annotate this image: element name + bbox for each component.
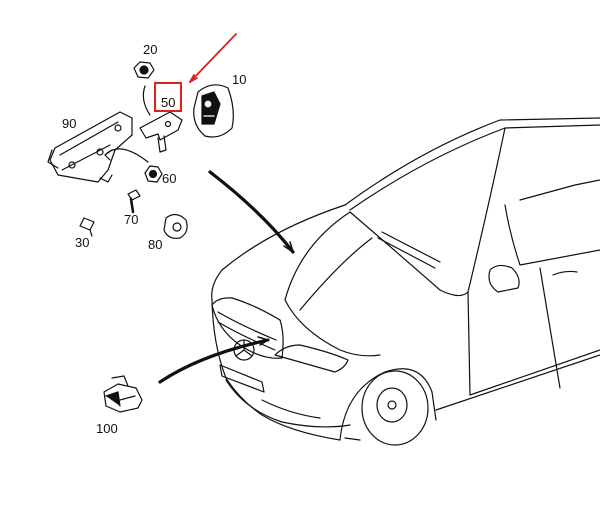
callout-60: 60 [162,171,177,186]
callout-100: 100 [96,421,118,436]
part-70-bolt [127,189,141,214]
part-80-grommet [163,213,188,239]
car-illustration [211,117,600,446]
part-30-clip [79,217,95,237]
callout-10: 10 [232,72,247,87]
callout-90: 90 [62,116,77,131]
part-10-module [193,84,234,138]
part-60-nut [144,165,163,183]
part-100-sensor [103,375,143,413]
part-20-nut [133,61,155,79]
callout-30: 30 [75,235,90,250]
pointer-arrows [104,148,295,384]
callout-50-highlight-box [154,82,182,112]
callout-50: 50 [161,95,176,110]
callout-80: 80 [148,237,163,252]
callout-70: 70 [124,212,139,227]
part-90-frame [47,111,133,183]
callout-20: 20 [143,42,158,57]
highlight-arrow [189,33,237,83]
part-50-bracket [139,85,183,153]
